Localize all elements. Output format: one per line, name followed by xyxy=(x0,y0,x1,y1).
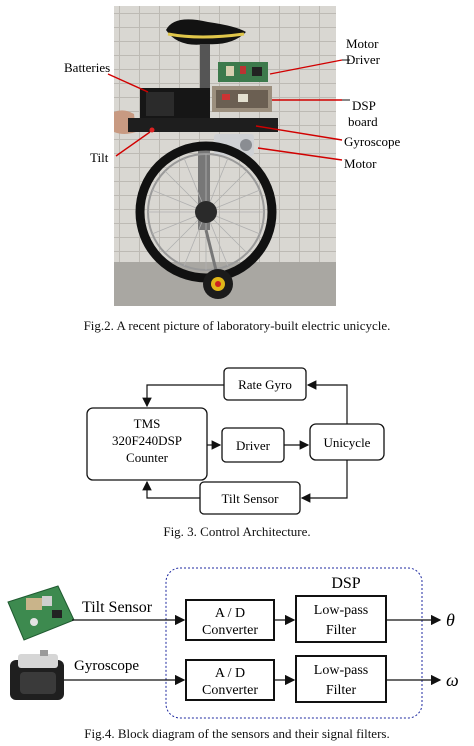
dsp-region xyxy=(165,567,423,719)
label-dsp-board-1: DSP xyxy=(352,98,376,113)
label-motor-driver-1: Motor xyxy=(346,36,379,51)
block-unicycle-label: Unicycle xyxy=(324,435,371,450)
label-motor-driver-2: Driver xyxy=(346,52,381,67)
dsp-region-label: DSP xyxy=(331,575,360,592)
arrow-tilt-dsp xyxy=(142,480,200,499)
platform xyxy=(128,118,278,132)
block-dsp-line2: 320F240DSP xyxy=(112,433,182,448)
block-dsp-line1: TMS xyxy=(134,416,161,431)
ad-converter-1 xyxy=(185,599,275,641)
label-gyroscope: Gyroscope xyxy=(74,658,139,674)
low-pass-filter-1 xyxy=(295,595,387,643)
arrow-rategyro-dsp xyxy=(142,384,224,408)
figure2-caption: Fig.2. A recent picture of laboratory-bu… xyxy=(83,318,391,333)
gyroscope-image xyxy=(10,650,64,700)
low-pass-filter-1-line2: Filter xyxy=(326,623,357,638)
block-rate-gyro-label: Rate Gyro xyxy=(238,377,292,392)
label-motor: Motor xyxy=(344,156,377,171)
control-architecture-diagram: Rate Gyro TMS 320F240DSP Counter Driver … xyxy=(86,367,385,515)
ad-converter-2-line2: Converter xyxy=(202,683,258,698)
unicycle-photo: Motor Driver Batteries DSP board Gyrosco… xyxy=(64,6,401,306)
ad-converter-1-line2: Converter xyxy=(202,623,258,638)
label-batteries: Batteries xyxy=(64,60,110,75)
arrow-unicycle-tilt xyxy=(300,460,348,503)
unicycle-seat xyxy=(166,19,246,45)
block-dsp-line3: Counter xyxy=(126,450,169,465)
block-dsp xyxy=(86,407,208,481)
ad-converter-1-line1: A / D xyxy=(215,606,245,621)
ad-converter-2-line1: A / D xyxy=(215,666,245,681)
label-tilt: Tilt xyxy=(90,150,109,165)
low-pass-filter-2 xyxy=(295,655,387,703)
ad-converter-2 xyxy=(185,659,275,701)
sensor-block-diagram: DSP Tilt Sensor Gyroscope A / D Converte… xyxy=(7,567,459,719)
block-tilt-sensor-label: Tilt Sensor xyxy=(222,491,280,506)
label-dsp-board-2: board xyxy=(348,114,378,129)
low-pass-filter-2-line2: Filter xyxy=(326,683,357,698)
label-gyroscope: Gyroscope xyxy=(344,134,401,149)
figure4-caption: Fig.4. Block diagram of the sensors and … xyxy=(84,726,390,741)
wheel-hub xyxy=(195,201,217,223)
low-pass-filter-2-line1: Low-pass xyxy=(314,663,368,678)
block-driver-label: Driver xyxy=(236,438,271,453)
block-rate-gyro xyxy=(223,367,307,401)
tilt-sensor-image xyxy=(7,585,75,641)
output-omega: ω xyxy=(446,670,459,690)
output-theta: θ xyxy=(446,610,455,630)
arrow-unicycle-rategyro xyxy=(306,380,348,424)
figure3-caption: Fig. 3. Control Architecture. xyxy=(163,524,311,539)
label-tilt-sensor: Tilt Sensor xyxy=(82,599,153,616)
low-pass-filter-1-line1: Low-pass xyxy=(314,603,368,618)
